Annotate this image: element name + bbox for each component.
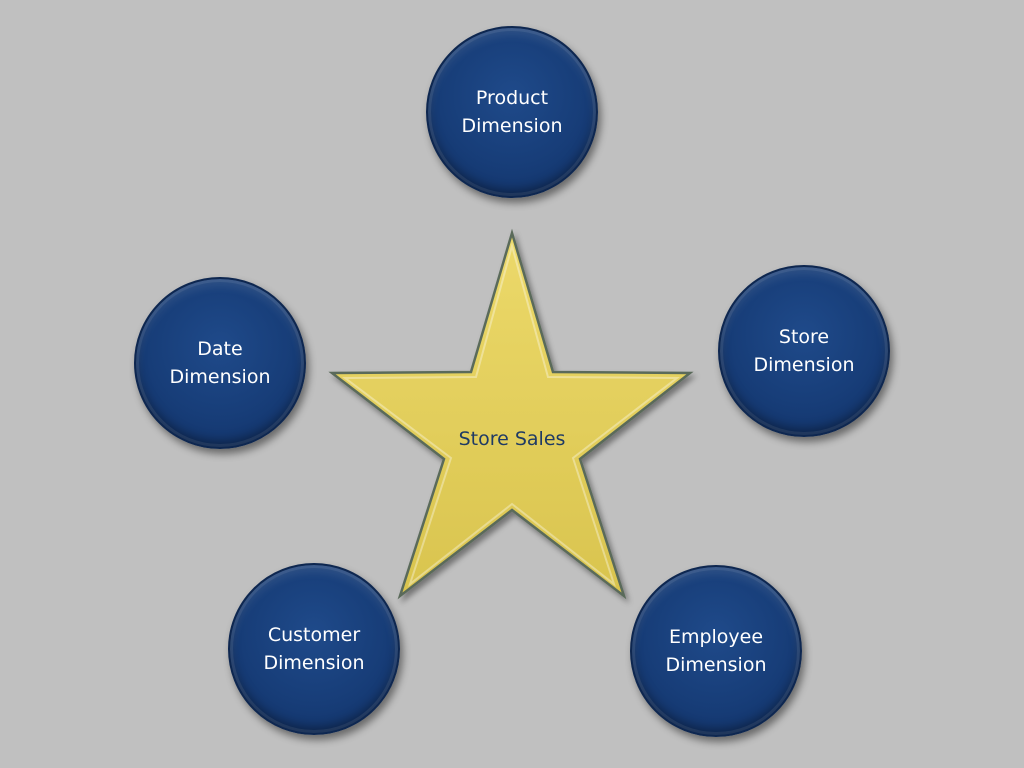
product-dimension-label: Product Dimension: [461, 87, 563, 137]
date-dimension-node: Date Dimension: [134, 277, 306, 449]
employee-dimension-node: Employee Dimension: [630, 565, 802, 737]
fact-label: Store Sales: [458, 428, 566, 450]
date-dimension-label: Date Dimension: [169, 338, 271, 388]
store-dimension-label: Store Dimension: [753, 326, 855, 376]
customer-dimension-label: Customer Dimension: [263, 624, 365, 674]
customer-dimension-node: Customer Dimension: [228, 563, 400, 735]
employee-dimension-label: Employee Dimension: [665, 626, 767, 676]
store-dimension-node: Store Dimension: [718, 265, 890, 437]
product-dimension-node: Product Dimension: [426, 26, 598, 198]
